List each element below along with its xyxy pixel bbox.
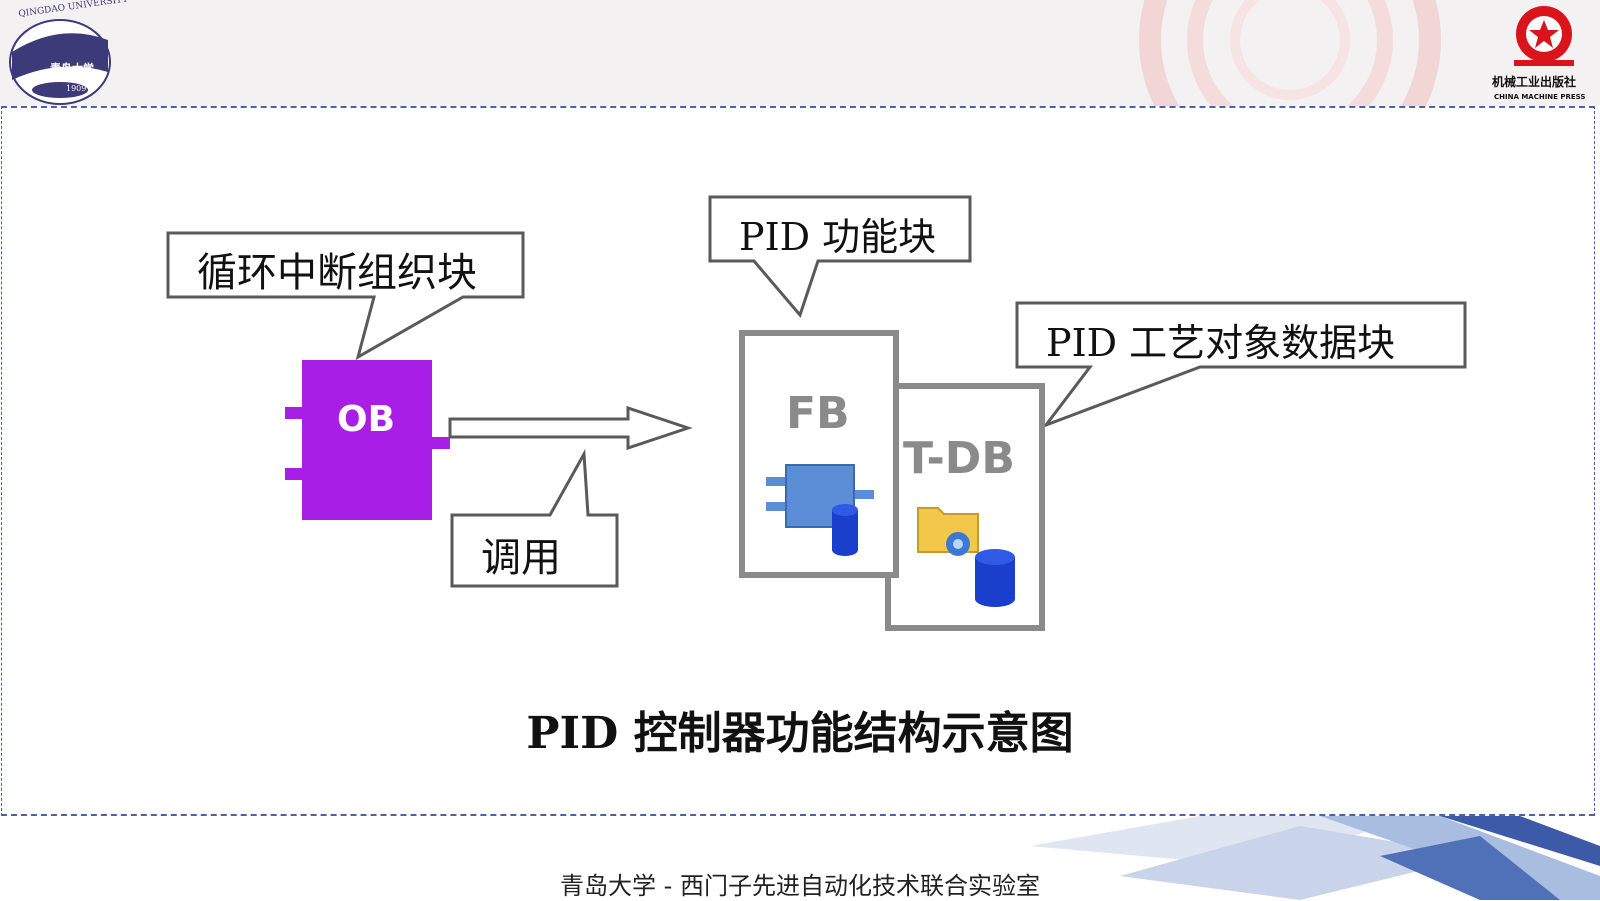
tdb-block xyxy=(885,383,1045,631)
press-logo xyxy=(1488,0,1600,106)
footer-lab-name: 青岛大学 - 西门子先进自动化技术联合实验室 xyxy=(560,872,1040,900)
callout-call xyxy=(450,448,619,588)
decor-ring-outer xyxy=(1139,0,1441,106)
press-name-cn: 机械工业出版社 xyxy=(1492,75,1577,89)
header-band: 青岛大学 QINGDAO UNIVERSITY 1909 机械工业出版社 CHI… xyxy=(0,0,1600,106)
decor-ring-core xyxy=(1230,0,1350,100)
tdb-label: T-DB xyxy=(903,433,1015,484)
callout-fb xyxy=(708,195,972,318)
call-arrow xyxy=(448,405,693,451)
ob-label: OB xyxy=(337,399,396,440)
diagram-caption: PID 控制器功能结构示意图 xyxy=(526,708,1074,759)
university-logo-graphic xyxy=(9,19,111,105)
content-frame xyxy=(1,106,1595,816)
footer-stripe-2 xyxy=(1120,826,1480,900)
folder-icon xyxy=(917,507,979,556)
header-decoration xyxy=(1139,0,1441,106)
callout-ob xyxy=(166,231,525,361)
gear-star-icon xyxy=(1514,6,1574,66)
university-name-cn: 青岛大学 xyxy=(50,62,94,75)
press-name-en: CHINA MACHINE PRESS xyxy=(1494,93,1586,101)
callout-call-label: 调用 xyxy=(481,535,561,581)
footer-stripe-1 xyxy=(1030,816,1420,866)
fb-block xyxy=(739,330,899,578)
callout-fb-label: PID 功能块 xyxy=(739,215,937,259)
footer-decoration xyxy=(1030,816,1600,900)
callout-tdb xyxy=(1015,301,1467,429)
fb-database-icon xyxy=(832,504,858,556)
decor-ring-inner xyxy=(1187,0,1393,106)
callout-tdb-label: PID 工艺对象数据块 xyxy=(1046,321,1396,365)
university-founding-year: 1909 xyxy=(66,84,87,93)
university-logo: 青岛大学 QINGDAO UNIVERSITY 1909 xyxy=(0,0,129,106)
tdb-database-icon xyxy=(975,549,1015,607)
callout-ob-label: 循环中断组织块 xyxy=(197,250,477,296)
fb-label: FB xyxy=(786,388,850,439)
footer-stripe-5 xyxy=(1380,836,1560,900)
ob-block xyxy=(285,360,450,520)
footer-stripe-4 xyxy=(1440,816,1600,866)
